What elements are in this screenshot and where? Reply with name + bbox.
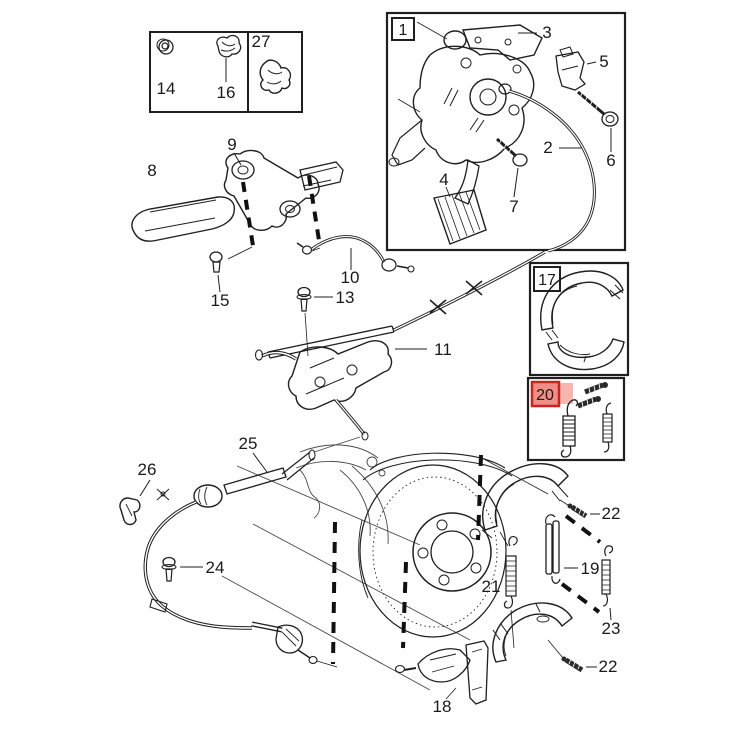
part-22-pin-upper — [567, 503, 600, 519]
callout-6[interactable]: 6 — [606, 151, 615, 170]
part-22-pin-lower — [561, 656, 597, 673]
part-4-pedal — [433, 158, 487, 245]
callout-13[interactable]: 13 — [336, 288, 355, 307]
part-15-bolt — [209, 246, 253, 293]
callout-5[interactable]: 5 — [599, 52, 608, 71]
callout-17[interactable]: 17 — [538, 272, 556, 289]
part-8-handle — [131, 196, 236, 242]
callout-18[interactable]: 18 — [433, 697, 452, 716]
part-9-lever-bracket — [223, 149, 344, 231]
callout-20-highlighted[interactable]: 20 — [536, 387, 554, 404]
callout-8[interactable]: 8 — [147, 161, 156, 180]
callout-22b[interactable]: 22 — [599, 657, 618, 676]
backing-plate — [358, 452, 513, 638]
callout-2[interactable]: 2 — [543, 138, 552, 157]
part-pin-b — [577, 396, 601, 409]
callout-1[interactable]: 1 — [399, 22, 408, 39]
part-11-equalizer — [254, 325, 427, 441]
main-cable-to-pedal — [393, 250, 546, 332]
group-box-17-shoes — [528, 261, 630, 377]
part-25-cable — [143, 449, 316, 630]
part-pin-a — [584, 382, 608, 395]
part-lower-brake-shoe — [492, 602, 573, 663]
callout-25[interactable]: 25 — [239, 434, 258, 453]
callout-4[interactable]: 4 — [439, 170, 448, 189]
callout-22a[interactable]: 22 — [602, 504, 621, 523]
callout-23[interactable]: 23 — [602, 619, 621, 638]
part-5-switch — [555, 46, 597, 91]
callout-15[interactable]: 15 — [211, 291, 230, 310]
callout-11[interactable]: 11 — [434, 340, 452, 359]
part-26-clip — [119, 479, 170, 526]
group-box-1-pedal-assembly — [385, 11, 627, 253]
suspension-sketch — [221, 436, 471, 691]
part-14-nut — [156, 38, 174, 55]
part-18-lever — [394, 640, 489, 705]
hardware-box-group — [149, 31, 303, 113]
part-18-cable-end — [251, 621, 338, 668]
callout-26[interactable]: 26 — [138, 460, 157, 479]
callout-19[interactable]: 19 — [581, 559, 600, 578]
part-10-cable — [296, 235, 415, 273]
callout-3[interactable]: 3 — [542, 23, 551, 42]
part-upper-brake-shoe — [481, 457, 572, 539]
highlight-halo — [559, 383, 573, 404]
wheel-hub — [412, 512, 492, 592]
dashed-reference-lines — [331, 454, 602, 665]
part-19-adjuster — [545, 514, 578, 584]
part-24-bolt — [161, 556, 203, 582]
part-23-spring — [601, 545, 614, 621]
part-21-spring — [499, 531, 518, 649]
part-6-bolt — [577, 90, 619, 152]
callout-21[interactable]: 21 — [482, 577, 501, 596]
callout-14[interactable]: 14 — [157, 79, 176, 98]
part-spring-b — [602, 402, 613, 453]
group-box-20-spring-kit — [526, 376, 626, 462]
part-16-clip — [216, 34, 242, 82]
part-pedal-bracket — [388, 24, 543, 167]
part-27-clip — [259, 59, 292, 94]
part-spring-a — [560, 399, 579, 458]
callout-27[interactable]: 27 — [252, 32, 271, 51]
callout-24[interactable]: 24 — [206, 558, 225, 577]
part-2-cable — [498, 83, 596, 253]
part-7-bolt — [495, 137, 528, 198]
callout-labels: 1 2 3 4 5 6 7 8 9 10 11 13 14 15 16 17 1… — [138, 22, 621, 716]
callout-box-20-highlighted[interactable] — [530, 380, 561, 408]
callout-9[interactable]: 9 — [227, 135, 236, 154]
callout-16[interactable]: 16 — [217, 83, 236, 102]
callout-10[interactable]: 10 — [341, 268, 360, 287]
callout-7[interactable]: 7 — [509, 197, 518, 216]
dashed-leader-right — [307, 175, 322, 248]
